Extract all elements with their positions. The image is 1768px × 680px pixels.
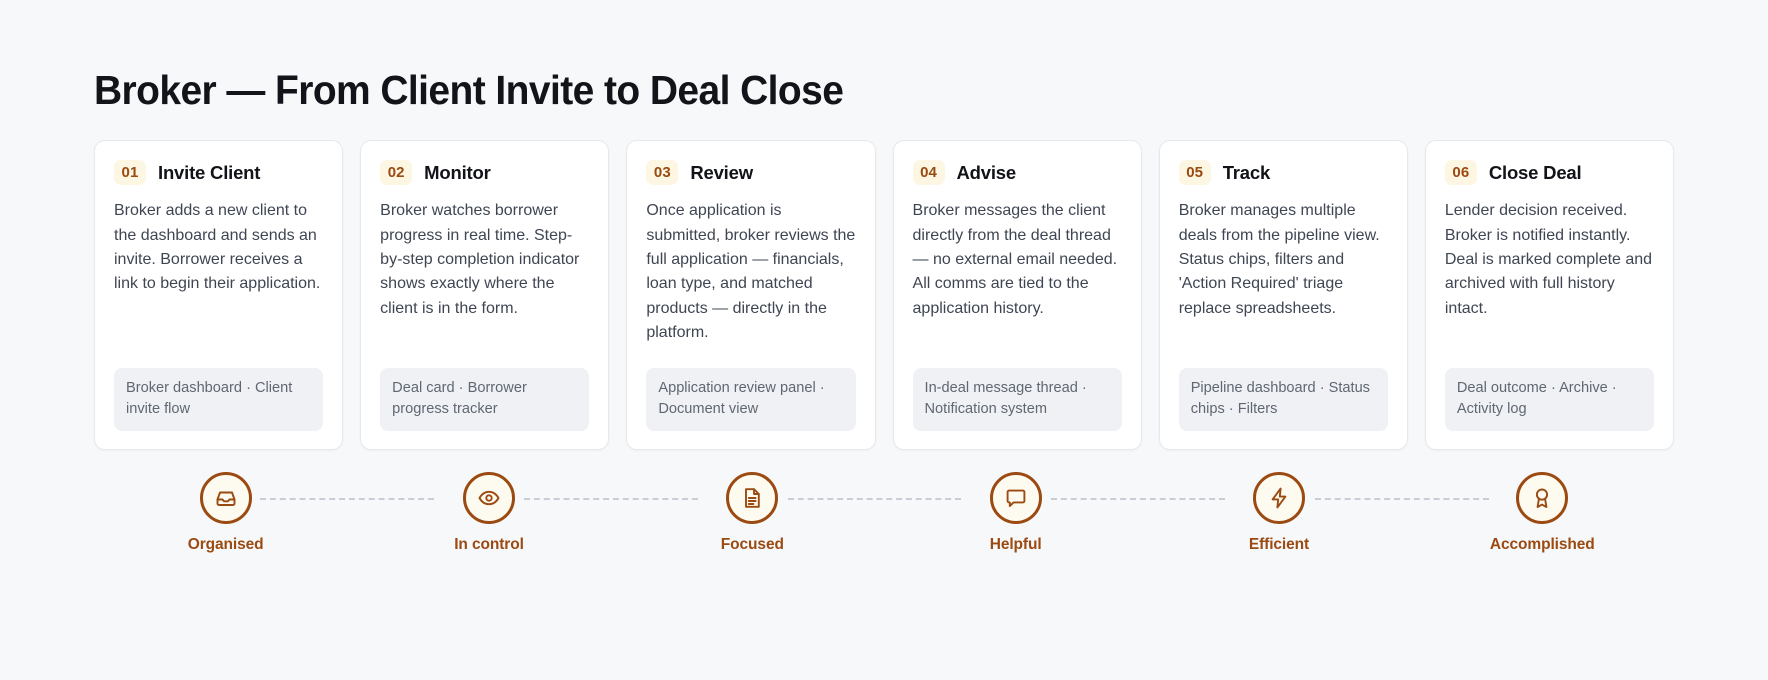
outcome-icon-circle <box>462 472 515 525</box>
outcome-icon-circle <box>989 472 1042 525</box>
step-number-badge: 03 <box>646 160 679 186</box>
step-title: Monitor <box>424 161 491 183</box>
connector-line-3 <box>787 498 962 501</box>
inbox-icon <box>214 486 238 510</box>
card-header: 04 Advise <box>912 160 1122 186</box>
step-card-04[interactable]: 04 Advise Broker messages the client dir… <box>892 140 1142 451</box>
outcomes-strip: Organised In control <box>94 472 1674 554</box>
step-footer-tag: Application review panel · Document view <box>646 367 856 432</box>
step-footer-tag: In-deal message thread · Notification sy… <box>912 367 1122 432</box>
step-title: Track <box>1222 161 1271 183</box>
step-title: Invite Client <box>158 161 261 183</box>
step-title: Advise <box>956 161 1017 183</box>
outcome-organised[interactable]: Organised <box>94 472 357 554</box>
outcome-icon-circle <box>199 472 252 525</box>
connector-line-2 <box>523 498 698 501</box>
outcome-label: Accomplished <box>1489 536 1595 554</box>
step-description: Lender decision received. Broker is noti… <box>1444 202 1653 317</box>
outcome-in-control[interactable]: In control <box>357 472 620 554</box>
document-icon <box>740 486 764 510</box>
connector-line-5 <box>1315 498 1490 501</box>
card-header: 05 Track <box>1178 160 1388 186</box>
outcome-helpful[interactable]: Helpful <box>884 472 1147 554</box>
step-description: Broker adds a new client to the dashboar… <box>114 202 321 293</box>
step-description: Broker messages the client directly from… <box>912 202 1118 317</box>
step-footer-tag: Deal card · Borrower progress tracker <box>380 367 590 432</box>
step-number-badge: 02 <box>380 160 413 186</box>
step-footer-tag: Deal outcome · Archive · Activity log <box>1444 367 1655 432</box>
step-number-badge: 05 <box>1178 160 1211 186</box>
step-footer-tag: Pipeline dashboard · Status chips · Filt… <box>1178 367 1388 432</box>
outcome-icon-circle <box>1516 472 1569 525</box>
award-medal-icon <box>1530 486 1554 510</box>
card-header: 06 Close Deal <box>1444 160 1654 186</box>
connector-line-1 <box>259 498 434 501</box>
outcome-icon-circle <box>1252 472 1305 525</box>
outcome-label: Helpful <box>989 536 1042 554</box>
step-description: Broker manages multiple deals from the p… <box>1178 202 1380 317</box>
connector-line-4 <box>1051 498 1226 501</box>
step-description: Once application is submitted, broker re… <box>646 202 856 341</box>
step-title: Close Deal <box>1488 161 1582 183</box>
step-card-06[interactable]: 06 Close Deal Lender decision received. … <box>1424 140 1675 451</box>
outcome-efficient[interactable]: Efficient <box>1147 472 1410 554</box>
step-number-badge: 06 <box>1444 160 1477 186</box>
step-card-02[interactable]: 02 Monitor Broker watches borrower progr… <box>360 140 610 451</box>
step-footer-tag: Broker dashboard · Client invite flow <box>114 367 324 432</box>
outcome-label: In control <box>454 536 524 554</box>
step-card-03[interactable]: 03 Review Once application is submitted,… <box>626 140 876 451</box>
page-title: Broker — From Client Invite to Deal Clos… <box>94 67 844 113</box>
outcome-focused[interactable]: Focused <box>621 472 884 554</box>
step-description: Broker watches borrower progress in real… <box>380 202 580 317</box>
outcome-icon-circle <box>726 472 779 525</box>
step-number-badge: 04 <box>912 160 945 186</box>
outcome-label: Efficient <box>1248 536 1310 554</box>
step-title: Review <box>690 161 753 183</box>
outcome-label: Organised <box>187 536 264 554</box>
chat-bubble-icon <box>1004 486 1028 510</box>
step-card-05[interactable]: 05 Track Broker manages multiple deals f… <box>1158 140 1408 451</box>
step-cards-row: 01 Invite Client Broker adds a new clien… <box>94 140 1675 451</box>
step-card-01[interactable]: 01 Invite Client Broker adds a new clien… <box>94 140 344 451</box>
step-number-badge: 01 <box>114 160 146 186</box>
card-header: 01 Invite Client <box>114 160 323 186</box>
eye-icon <box>477 486 501 510</box>
card-header: 03 Review <box>646 160 855 186</box>
outcome-label: Focused <box>720 536 784 554</box>
card-header: 02 Monitor <box>380 160 589 186</box>
lightning-bolt-icon <box>1267 486 1291 510</box>
outcome-accomplished[interactable]: Accomplished <box>1411 472 1674 554</box>
